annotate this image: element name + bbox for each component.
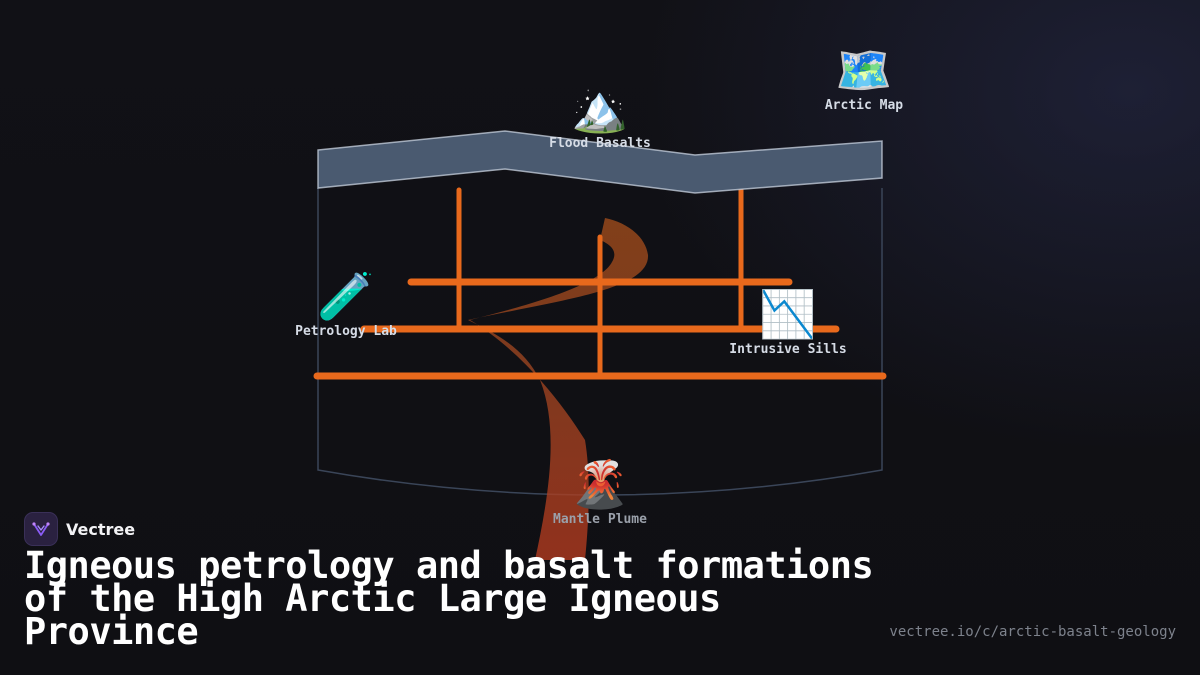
node-petrology-lab: 🧪 Petrology Lab: [256, 268, 436, 339]
node-label: Mantle Plume: [553, 512, 647, 527]
crust-block-outline: [317, 188, 883, 496]
sill-network: [313, 187, 887, 380]
mountain-icon: 🏔️: [571, 81, 629, 135]
node-label: Intrusive Sills: [729, 342, 847, 357]
brand: Vectree: [24, 512, 135, 546]
chart-decreasing-icon: 📉: [759, 287, 817, 341]
node-intrusive-sills: 📉 Intrusive Sills: [698, 286, 878, 357]
world-map-icon: 🗺️: [835, 43, 893, 97]
page-title: Igneous petrology and basalt formations …: [24, 544, 874, 653]
test-tube-icon: 🧪: [317, 269, 375, 323]
flood-basalt-cap: [317, 130, 883, 194]
node-label: Arctic Map: [824, 98, 904, 113]
node-label: Petrology Lab: [295, 324, 397, 339]
node-mantle-plume: 🌋 Mantle Plume: [510, 456, 690, 527]
volcano-icon: 🌋: [571, 457, 629, 511]
vectree-logo-icon: [24, 512, 58, 546]
brand-name: Vectree: [66, 519, 136, 539]
node-flood-basalts: 🏔️ Flood Basalts: [510, 80, 690, 151]
node-label: Flood Basalts: [549, 136, 651, 151]
node-arctic-map: 🗺️ Arctic Map: [774, 42, 954, 113]
source-url[interactable]: vectree.io/c/arctic-basalt-geology: [889, 624, 1176, 640]
mantle-plume-conduit: [468, 218, 649, 560]
